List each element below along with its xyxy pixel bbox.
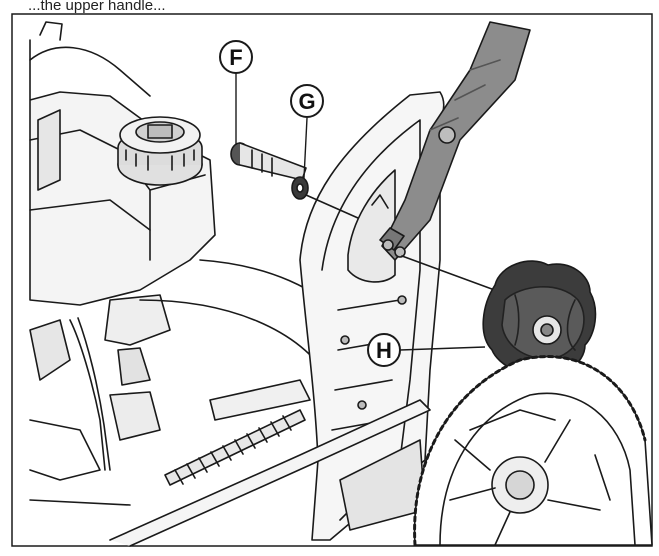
assembly-line-knob	[401, 255, 501, 293]
figure-border	[11, 13, 653, 547]
partial-caption: ...the upper handle...	[28, 0, 166, 14]
oil-cap	[117, 116, 203, 186]
bolt-f	[230, 142, 307, 181]
callout-f: F	[219, 40, 253, 74]
leader-g	[303, 117, 308, 179]
washer-g	[291, 176, 309, 200]
upper-handle-bar	[371, 21, 531, 261]
rear-wheel	[413, 355, 653, 547]
callout-f-label: F	[229, 45, 242, 70]
spring	[164, 379, 311, 486]
knob-h	[482, 260, 597, 375]
lower-bar	[109, 399, 431, 547]
assembly-line-bolt	[305, 194, 359, 219]
callout-g: G	[290, 84, 324, 118]
leader-h	[399, 346, 486, 351]
callout-h: H	[367, 333, 401, 367]
callout-h-label: H	[376, 338, 392, 363]
callout-g-label: G	[298, 89, 315, 114]
